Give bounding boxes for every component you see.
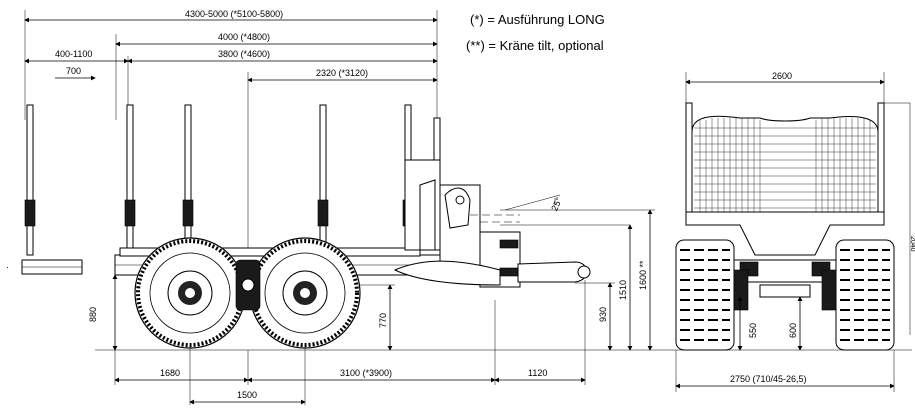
- wheel-rear: [249, 237, 361, 349]
- bogie: [235, 259, 261, 311]
- dim-700: 700: [66, 66, 81, 76]
- dim-1600: 1600 **: [638, 260, 648, 290]
- dim-400-1100: 400-1100: [55, 49, 92, 59]
- dim-550: 550: [748, 323, 758, 338]
- top-dimensions: 4300-5000 (*5100-5800) 4000 (*4800) 3800…: [24, 9, 438, 290]
- drawbar: 25°: [393, 184, 630, 288]
- legend-tilt: (**) = Kräne tilt, optional: [466, 38, 604, 53]
- dim-2600: 2600: [772, 71, 792, 81]
- legend: (*) = Ausführung LONG (**) = Kräne tilt,…: [466, 12, 605, 53]
- log-bundle: [691, 115, 879, 213]
- svg-text:·: ·: [6, 262, 9, 272]
- dim-3800: 3800 (*4600): [218, 49, 270, 59]
- dim-770: 770: [378, 313, 388, 328]
- dim-2320: 2320 (*3120): [316, 68, 368, 78]
- dim-1120: 1120: [528, 368, 547, 378]
- dim-1500: 1500: [237, 390, 257, 400]
- dim-880: 880: [88, 307, 98, 322]
- bottom-dimensions: 1680 3100 (*3900) 1120 1500: [114, 280, 586, 405]
- dim-1510: 1510: [618, 280, 628, 300]
- rear-tires: [675, 239, 895, 351]
- dim-1680: 1680: [160, 368, 180, 378]
- vertical-dimensions: 880 770 930 1510 1600 **: [88, 209, 660, 351]
- dim-930: 930: [598, 307, 608, 322]
- rear-view: 2600 550: [660, 71, 915, 392]
- legend-long: (*) = Ausführung LONG: [470, 12, 605, 27]
- dim-side-cut: 2040: [909, 236, 915, 252]
- dim-600: 600: [788, 323, 798, 338]
- side-view: 4300-5000 (*5100-5800) 4000 (*4800) 3800…: [6, 9, 660, 405]
- dim-2750: 2750 (710/45-26,5): [730, 374, 807, 384]
- dim-4000: 4000 (*4800): [218, 32, 270, 42]
- wheel-front: [134, 237, 246, 349]
- dim-3100: 3100 (*3900): [340, 368, 392, 378]
- stakes: [24, 104, 441, 256]
- rear-extension: ·: [6, 259, 83, 275]
- dim-total: 4300-5000 (*5100-5800): [185, 9, 283, 19]
